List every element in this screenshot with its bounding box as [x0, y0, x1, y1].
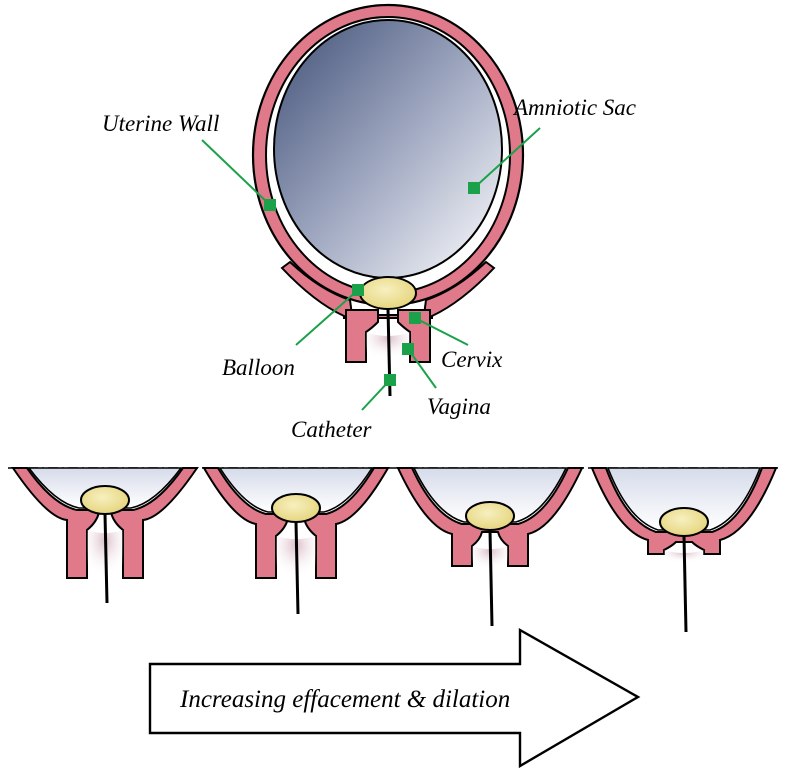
- cervix-marker: [409, 312, 421, 324]
- stage-1: [11, 467, 199, 604]
- leader-lines: [201, 127, 541, 411]
- main-uterus: [251, 3, 525, 397]
- stage-3-catheter: [488, 529, 494, 627]
- stage-4-catheter: [682, 535, 688, 633]
- balloon: [359, 276, 417, 310]
- label-catheter: Catheter: [291, 417, 373, 442]
- label-amniotic-sac: Amniotic Sac: [512, 95, 636, 120]
- catheter-marker: [384, 374, 396, 386]
- stage-4-balloon: [659, 507, 709, 537]
- vagina-marker: [402, 343, 414, 355]
- amniotic-sac: [273, 19, 503, 279]
- label-cervix: Cervix: [441, 347, 503, 372]
- stage-3-balloon: [465, 501, 515, 531]
- labels: Uterine Wall Amniotic Sac Balloon Cervix…: [102, 95, 636, 442]
- stage-1-balloon: [80, 485, 130, 515]
- stage-1-catheter: [103, 513, 109, 604]
- label-uterine-wall: Uterine Wall: [102, 111, 219, 136]
- lower-uterine-segment: [280, 260, 496, 319]
- arrow-shape: [148, 627, 641, 769]
- label-vagina: Vagina: [427, 394, 491, 419]
- cervix-right: [397, 309, 431, 363]
- arrow-label: Increasing effacement & dilation: [179, 686, 510, 713]
- stage-2: [202, 467, 390, 615]
- uterine-wall-marker: [264, 199, 276, 211]
- balloon-marker: [352, 284, 364, 296]
- progress-arrow: Increasing effacement & dilation: [148, 627, 641, 769]
- label-balloon: Balloon: [222, 355, 295, 380]
- stage-3: [396, 467, 584, 627]
- stage-2-catheter: [294, 521, 300, 615]
- stage-4: [590, 467, 778, 633]
- stage-2-balloon: [271, 493, 321, 523]
- amniotic-sac-marker: [468, 182, 480, 194]
